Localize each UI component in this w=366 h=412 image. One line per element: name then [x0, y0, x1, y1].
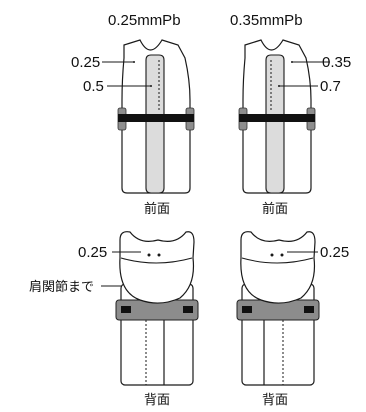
- back-left-dot-2: [157, 253, 161, 257]
- back-left-belt-buckle-l: [121, 306, 131, 313]
- back-left-belt-buckle-r: [183, 306, 193, 313]
- header-right: 0.35mmPb: [230, 12, 303, 29]
- front-left-dot-center: [150, 85, 152, 87]
- front-left-caption: 前面: [144, 201, 170, 217]
- front-right-center-panel: [265, 54, 285, 194]
- front-left-label-top: 0.25: [71, 54, 100, 71]
- back-right-upper: [240, 231, 316, 304]
- front-left-center-panel: [145, 54, 165, 194]
- back-left-caption: 背面: [144, 393, 170, 408]
- header-left: 0.25mmPb: [108, 12, 181, 29]
- back-right-label-top: 0.25: [320, 244, 349, 261]
- front-apron-right: [238, 39, 316, 194]
- back-left-label-top: 0.25: [78, 244, 107, 261]
- back-right-dot-2: [280, 253, 284, 257]
- front-left-belt: [118, 114, 194, 122]
- front-right-dot-top: [291, 61, 293, 63]
- front-right-label-center: 0.7: [320, 78, 341, 95]
- front-left-label-center: 0.5: [83, 78, 104, 95]
- back-right-caption: 背面: [262, 393, 288, 408]
- front-left-dot-top: [133, 61, 135, 63]
- back-apron-right: [236, 231, 320, 386]
- back-left-dot-1: [147, 253, 151, 257]
- back-right-belt-buckle-l: [242, 306, 252, 313]
- front-right-caption: 前面: [262, 201, 288, 217]
- back-right-dot-1: [270, 253, 274, 257]
- back-apron-left: [115, 231, 199, 386]
- back-left-shoulder-note: 肩関節まで: [29, 279, 94, 295]
- back-left-collar-line: [120, 257, 193, 264]
- back-right-belt-buckle-r: [304, 306, 314, 313]
- front-right-belt: [239, 114, 315, 122]
- back-left-upper: [119, 231, 195, 304]
- back-right-collar-line: [241, 257, 314, 264]
- front-right-label-top: 0.35: [322, 54, 351, 71]
- front-apron-left: [117, 39, 195, 194]
- front-right-dot-center: [278, 85, 280, 87]
